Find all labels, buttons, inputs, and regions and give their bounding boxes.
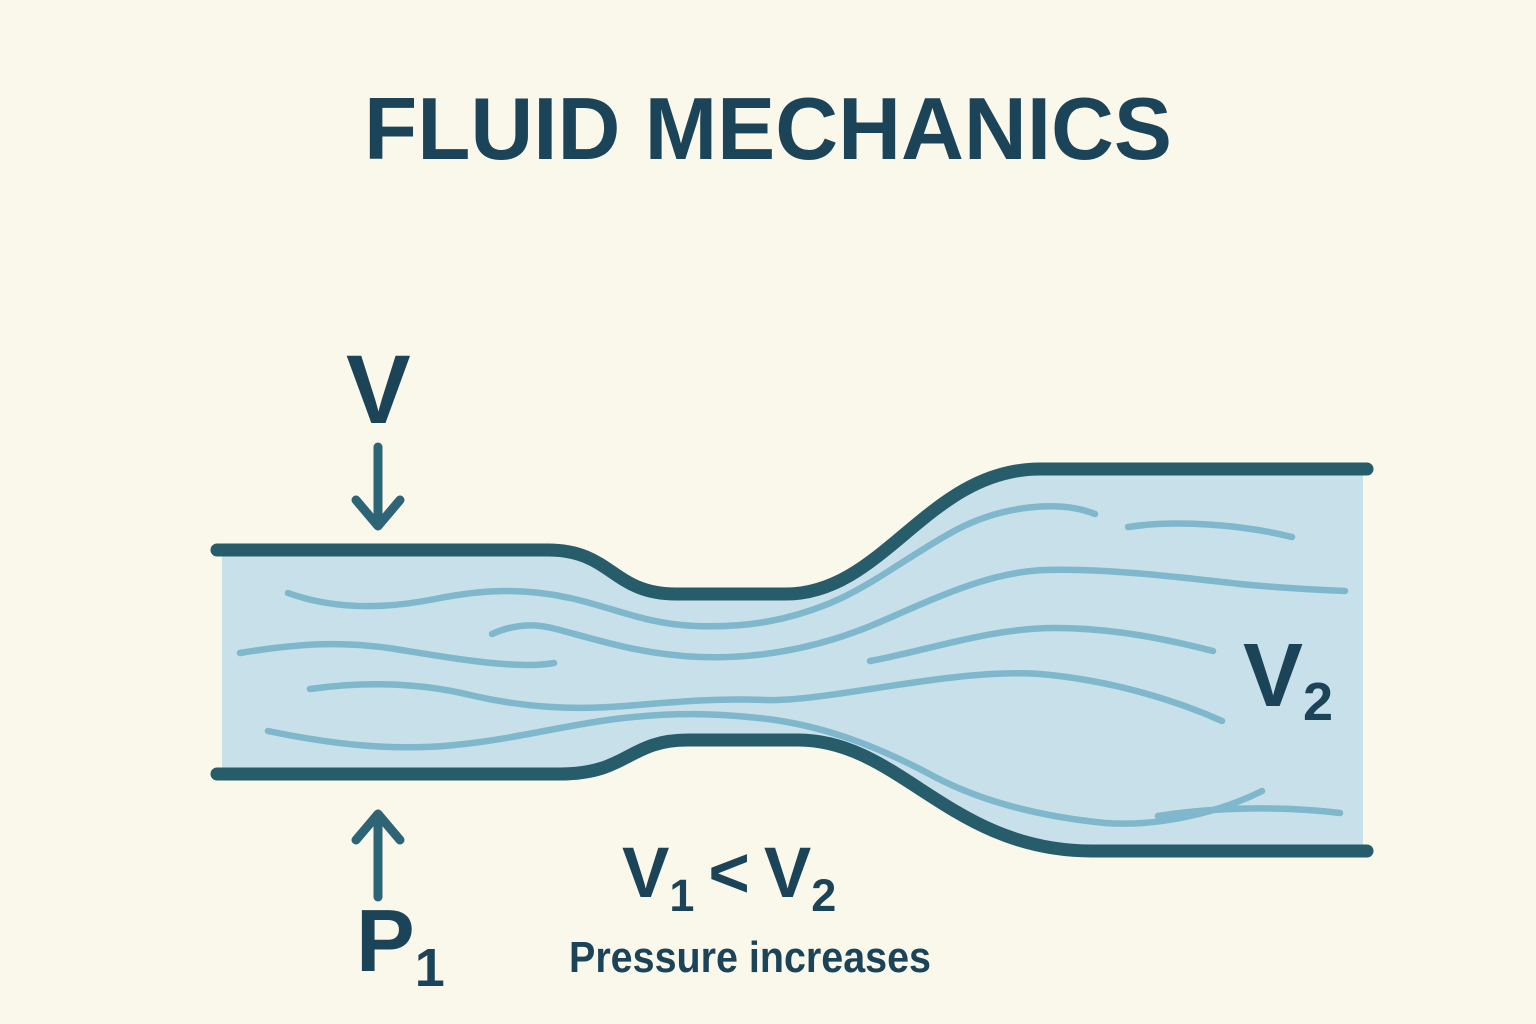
equation-operator: < <box>708 834 749 913</box>
pressure-label: P1 <box>356 891 445 998</box>
streamline <box>236 640 558 669</box>
equation-lhs-sub: 1 <box>669 870 694 921</box>
streamlines <box>236 503 1349 827</box>
equation-lhs: V <box>622 834 669 913</box>
page-title: FLUID MECHANICS <box>364 79 1172 178</box>
pressure-label-base: P <box>356 891 415 990</box>
streamline <box>866 624 1217 665</box>
velocity2-label-sub: 2 <box>1303 672 1333 732</box>
equation-rhs-sub: 2 <box>811 870 836 921</box>
streamline <box>264 710 1266 827</box>
pipe-bottom-wall <box>210 733 1374 858</box>
velocity2-label-base: V <box>1243 626 1303 726</box>
velocity-arrow-down-icon <box>351 442 405 531</box>
streamline <box>284 503 1099 630</box>
equation-rhs: V <box>764 834 811 913</box>
velocity-label: V <box>346 335 411 444</box>
streamline <box>306 670 1226 725</box>
streamline <box>488 566 1349 661</box>
pipe-top-wall <box>210 462 1374 601</box>
pipe-fill <box>222 469 1363 851</box>
velocity2-label: V2 <box>1243 626 1333 732</box>
streamline <box>1154 805 1344 820</box>
pressure-arrow-up-icon <box>351 809 405 902</box>
caption: Pressure increases <box>569 933 931 982</box>
pressure-label-sub: 1 <box>415 938 445 998</box>
equation: V1<V2 <box>622 834 836 921</box>
streamline <box>1124 520 1296 541</box>
